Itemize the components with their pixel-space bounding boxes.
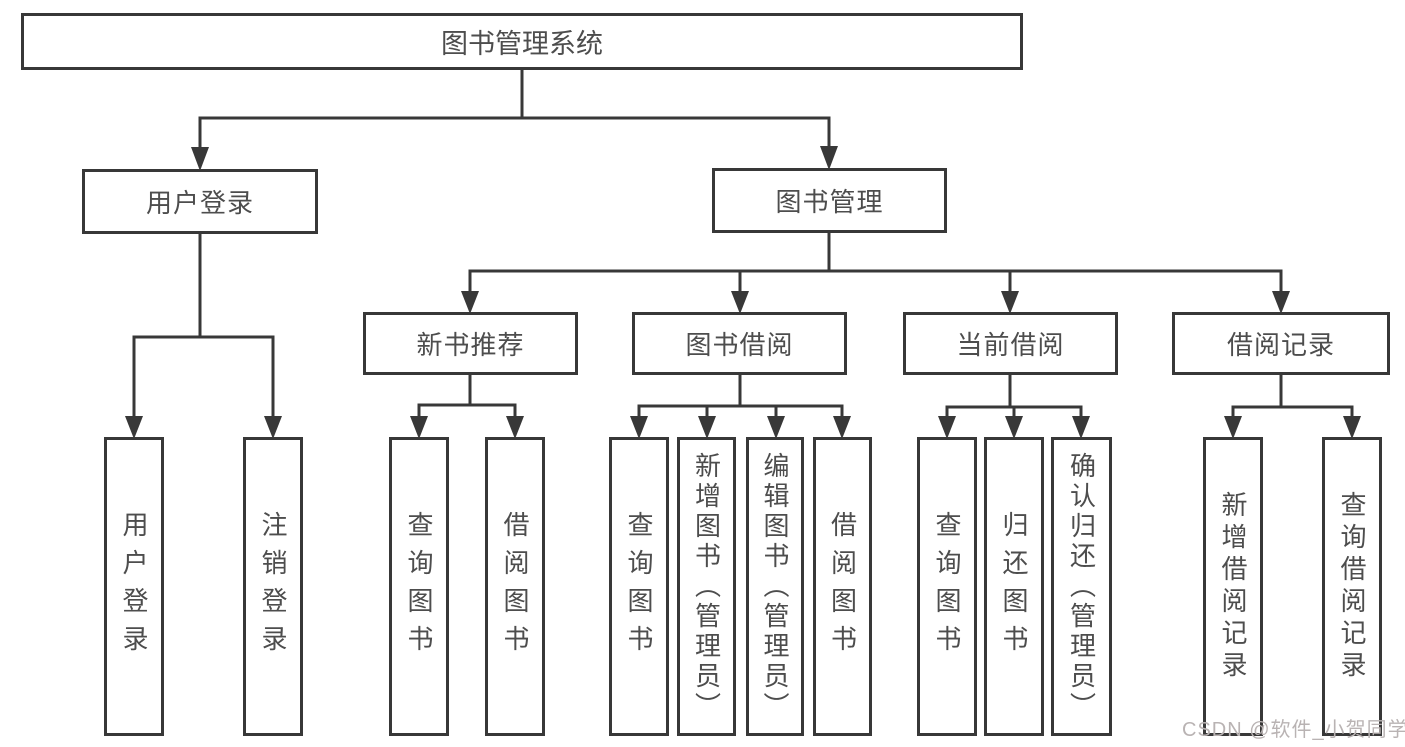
node-label: 查询图书 [932,510,962,663]
node-label: 编辑图书（管理员） [760,451,790,722]
leaf-borrow-books-borrow: 借阅图书 [813,437,872,736]
node-label: 图书借阅 [685,330,794,360]
node-label: 查询借阅记录 [1337,490,1367,683]
arrowhead [820,146,838,170]
node-label: 当前借阅 [956,330,1065,360]
node-book-management: 图书管理 [712,168,947,233]
node-book-borrow: 图书借阅 [632,312,847,375]
arrowhead [191,147,209,171]
csdn-watermark: CSDN @软件_小贺同学 [1182,719,1405,741]
leaf-add-borrow-record: 新增借阅记录 [1203,437,1263,736]
node-label: 图书管理系统 [441,29,603,59]
node-current-borrow: 当前借阅 [903,312,1118,375]
node-borrow-records: 借阅记录 [1172,312,1390,375]
leaf-query-books-borrow: 查询图书 [609,437,669,736]
node-label: 确认归还（管理员） [1066,451,1097,722]
node-label: 新增图书（管理员） [691,451,722,722]
leaf-return-books: 归还图书 [984,437,1044,736]
node-system-root: 图书管理系统 [21,13,1023,70]
leaf-logout: 注销登录 [243,437,303,736]
node-label: 归还图书 [999,510,1029,663]
node-label: 图书管理 [775,187,884,217]
node-label: 用户登录 [119,510,149,663]
leaf-borrow-books-newrec: 借阅图书 [485,437,545,736]
node-label: 查询图书 [404,510,434,663]
node-label: 新增借阅记录 [1218,490,1248,683]
leaf-query-books-newrec: 查询图书 [389,437,449,736]
node-label: 查询图书 [624,510,654,663]
node-label: 注销登录 [258,510,288,663]
leaf-query-borrow-record: 查询借阅记录 [1322,437,1382,736]
node-label: 用户登录 [145,188,254,218]
leaf-user-login: 用户登录 [104,437,164,736]
leaf-edit-books-admin: 编辑图书（管理员） [746,437,804,736]
node-label: 新书推荐 [416,330,525,360]
node-label: 借阅图书 [827,510,858,663]
leaf-add-books-admin: 新增图书（管理员） [677,437,736,736]
node-label: 借阅记录 [1226,330,1335,360]
leaf-confirm-return-admin: 确认归还（管理员） [1051,437,1112,736]
node-new-book-recommend: 新书推荐 [363,312,578,375]
leaf-query-books-current: 查询图书 [917,437,977,736]
node-user-login: 用户登录 [82,169,318,234]
node-label: 借阅图书 [500,510,530,663]
